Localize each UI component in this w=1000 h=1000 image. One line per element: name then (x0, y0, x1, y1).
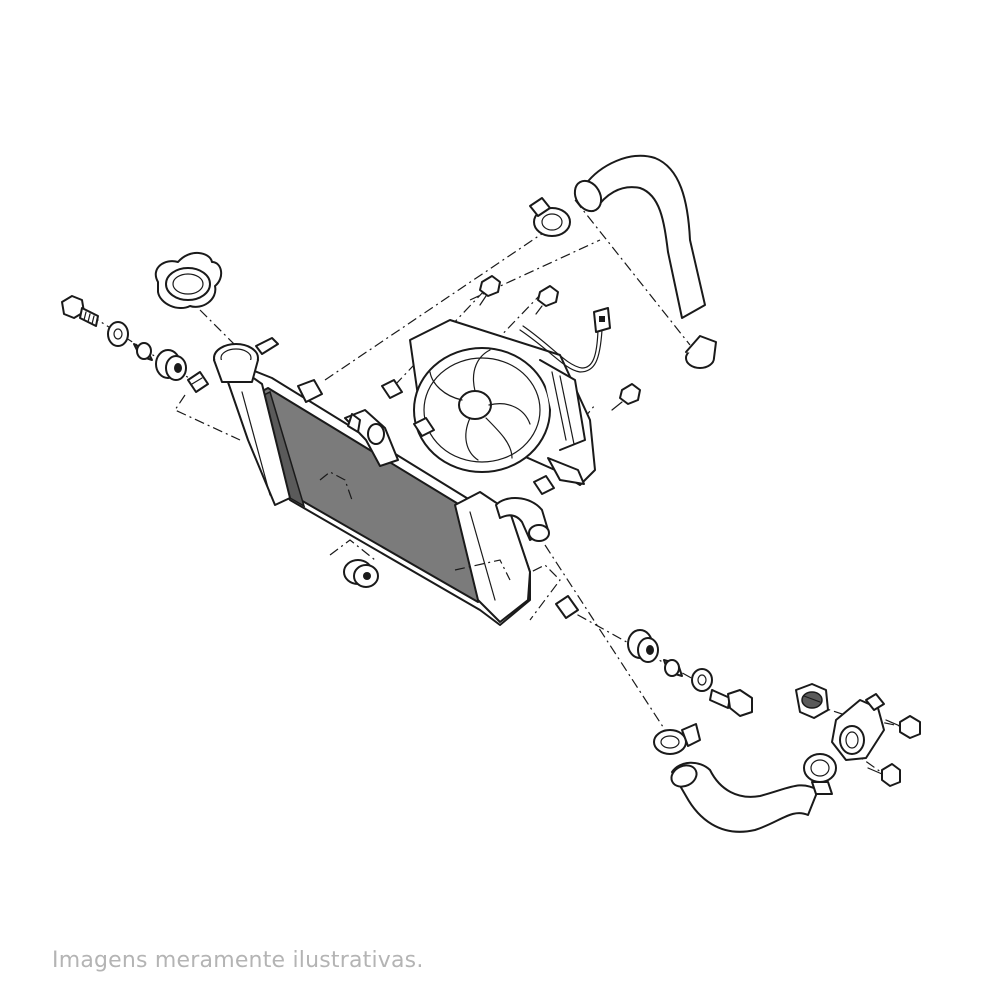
bolt-icon (611, 383, 641, 411)
upper-inlet-pipe (297, 379, 323, 403)
clip-nut-icon (381, 379, 403, 399)
grommet-icon (155, 349, 187, 381)
clip-nut-icon (413, 417, 435, 437)
cooling-fan (409, 319, 596, 486)
bolt-icon (535, 285, 559, 315)
thermostat-housing (795, 683, 921, 795)
fan-bolts (479, 275, 641, 411)
mount-bracket (344, 409, 399, 467)
hose-clamp-lower (653, 723, 701, 755)
left-mount-hardware (61, 295, 209, 393)
clip-nut-icon (187, 371, 209, 393)
bolt-icon (479, 275, 501, 306)
disclaimer-caption: Imagens meramente ilustrativas. (52, 948, 424, 973)
upper-hose (573, 154, 717, 369)
right-mount-hardware (555, 595, 753, 717)
grommet-icon (627, 629, 659, 663)
clip-nut-icon (533, 475, 555, 495)
bolt-icon (885, 715, 921, 739)
fan-wire-harness (519, 307, 611, 373)
connector-icon (593, 307, 611, 333)
collar-icon (663, 659, 683, 677)
outlet-pipe (495, 497, 550, 542)
hose-clamp-upper (529, 197, 571, 237)
clip-nut-icon (555, 595, 579, 619)
bolt-icon (867, 763, 901, 787)
lower-hose (670, 761, 819, 833)
washer-icon (691, 668, 713, 692)
washer-icon (107, 321, 129, 347)
radiator-cap (154, 252, 223, 310)
collar-icon (133, 342, 153, 361)
bolt-icon (61, 295, 99, 327)
bolt-icon (709, 689, 753, 717)
fan-clip-nuts (381, 379, 555, 495)
thermostat-valve-icon (795, 683, 829, 719)
hose-clamp-thermostat (803, 753, 837, 795)
radiator (213, 337, 550, 626)
filler-neck (213, 337, 279, 383)
grommet-icon (343, 559, 379, 588)
